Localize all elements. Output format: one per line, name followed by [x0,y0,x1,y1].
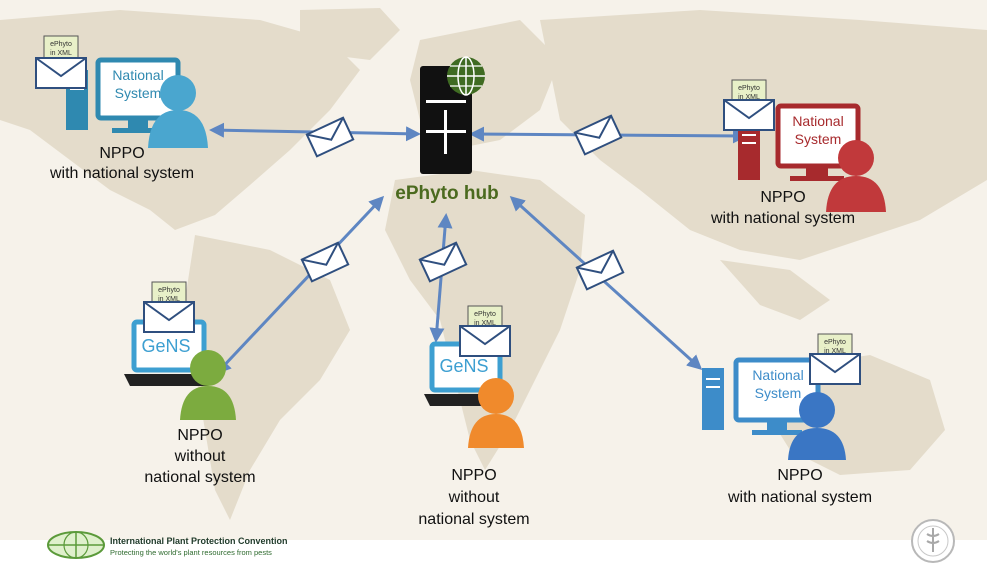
caption-line-1: NPPO [760,189,805,206]
node-nppo-gens-sw: GeNS ePhyto in XML NPPO without national… [124,281,256,486]
xml-envelope-icon: ePhyto in XML [459,305,511,357]
ephyto-hub: ePhyto hub [395,56,499,204]
caption-line-1: NPPO [777,467,822,484]
arrow-hub-to-sc [429,213,453,343]
arrow-hub-to-se [509,195,703,371]
node-nppo-national-nw: National System ePhyto in XML NPPO with … [35,35,208,182]
svg-text:in XML: in XML [474,320,496,327]
caption-line-2: without [448,489,500,506]
ippc-title: International Plant Protection Conventio… [110,536,288,546]
svg-text:ePhyto: ePhyto [158,287,180,294]
map-greenland [300,8,400,60]
xml-envelope-icon: ePhyto in XML [723,79,775,131]
message-envelopes [300,114,625,291]
caption-line-2: with national system [727,489,872,506]
svg-text:ePhyto: ePhyto [50,41,72,48]
envelope-icon [573,114,623,156]
person-icon [468,378,524,448]
svg-text:in XML: in XML [738,94,760,101]
svg-text:in XML: in XML [158,296,180,303]
desktop-tower-icon [738,124,760,180]
fao-logo [911,519,955,563]
xml-envelope-icon: ePhyto in XML [143,281,195,333]
screen-line-2: System [115,85,162,101]
screen-line-1: National [112,67,163,83]
caption-line-3: national system [144,469,255,486]
xml-envelope-icon: ePhyto in XML [809,333,861,385]
globe-icon [447,56,485,96]
person-icon [180,350,236,420]
screen-line-1: GeNS [141,336,190,356]
node-nppo-gens-sc: GeNS ePhyto in XML NPPO without national… [418,305,530,528]
screen-line-2: System [795,131,842,147]
envelope-icon [418,241,468,283]
ippc-logo: International Plant Protection Conventio… [47,531,288,559]
monitor-icon [733,357,821,435]
caption-line-2: with national system [49,165,194,182]
svg-text:in XML: in XML [824,348,846,355]
caption-line-1: NPPO [451,467,496,484]
caption-line-3: national system [418,511,529,528]
caption-line-2: with national system [710,210,855,227]
fao-wheat-icon [926,528,940,552]
screen-line-1: National [752,367,803,383]
envelope-icon [575,249,625,291]
screen-line-1: GeNS [439,356,488,376]
monitor-icon [775,103,861,181]
hub-title: ePhyto hub [395,183,498,204]
screen-line-1: National [792,113,843,129]
envelope-icon [305,116,355,158]
node-nppo-national-ne: National System ePhyto in XML NPPO with … [710,79,886,227]
desktop-tower-icon [702,368,724,430]
person-icon [826,140,886,212]
xml-envelope-icon: ePhyto in XML [35,35,87,89]
map-southeast-asia [720,260,830,320]
map-antarctica-edge [0,540,987,566]
arrow-hub-to-sw [215,195,385,375]
svg-text:in XML: in XML [50,50,72,57]
caption-line-1: NPPO [99,145,144,162]
envelope-icon [300,241,350,283]
person-icon [788,392,846,460]
screen-line-2: System [755,385,802,401]
caption-line-1: NPPO [177,427,222,444]
person-icon [148,75,208,148]
laptop-icon [124,319,214,386]
caption-line-2: without [174,448,226,465]
ippc-subtitle: Protecting the world's plant resources f… [110,548,272,557]
svg-text:ePhyto: ePhyto [738,85,760,92]
node-nppo-national-se: National System ePhyto in XML NPPO with … [702,333,872,506]
svg-text:ePhyto: ePhyto [824,339,846,346]
svg-text:ePhyto: ePhyto [474,311,496,318]
